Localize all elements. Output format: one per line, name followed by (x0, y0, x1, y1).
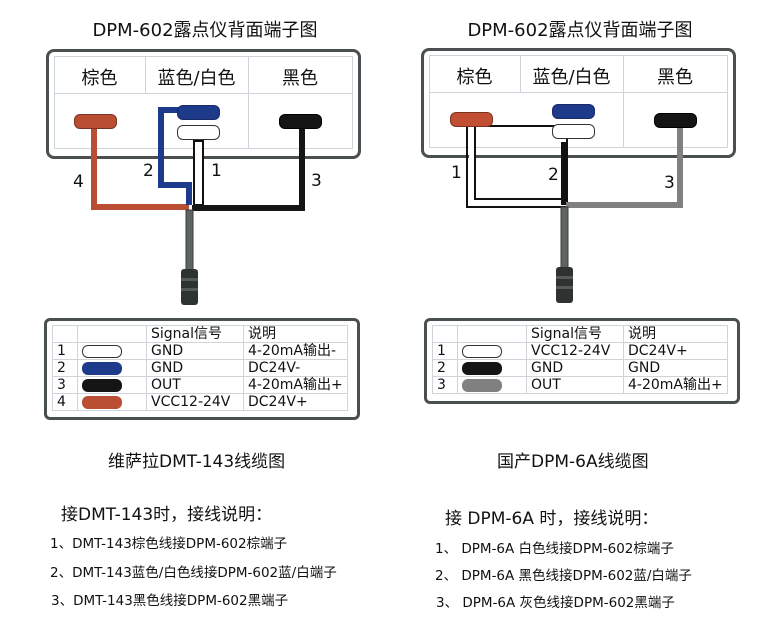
left-terminal-brown (74, 114, 117, 129)
right-instruction-2: 2、 DPM-6A 黑色线接DPM-602蓝/白端子 (435, 568, 692, 584)
right-terminal-white (552, 124, 595, 139)
right-panel-title: DPM-602露点仪背面端子图 (467, 20, 693, 41)
right-col-black: 黑色 (657, 67, 693, 88)
right-col-blue-white: 蓝色/白色 (532, 67, 611, 88)
left-wire-num-1: 1 (211, 161, 222, 181)
table-row: 4 VCC12-24V DC24V+ (52, 393, 348, 411)
right-terminal-black (654, 113, 697, 128)
wire-4-brown (91, 124, 189, 210)
wire-color-black-swatch (462, 361, 502, 375)
wire-color-white-swatch (82, 344, 122, 358)
header-desc: 说明 (623, 325, 728, 343)
wire-3-black (192, 124, 305, 211)
left-panel-title: DPM-602露点仪背面端子图 (92, 20, 318, 41)
wire-color-black-swatch (82, 378, 122, 392)
left-col-blue-white: 蓝色/白色 (157, 68, 236, 89)
left-wire-num-2: 2 (143, 161, 154, 181)
wire-color-gray-swatch (462, 378, 502, 392)
left-wire-num-3: 3 (311, 171, 322, 191)
right-wire-num-2: 2 (548, 165, 559, 185)
right-instructions-heading: 接 DPM-6A 时，接线说明： (445, 509, 659, 529)
table-row: 1 VCC12-24V DC24V+ (432, 342, 728, 360)
header-signal: Signal信号 (146, 325, 244, 343)
left-terminal-blue (177, 105, 220, 120)
left-instructions-heading: 接DMT-143时，接线说明： (61, 505, 273, 525)
wire-1-white-inner (474, 126, 562, 200)
table-row: 3 OUT 4-20mA输出+ (52, 376, 348, 394)
right-wire-num-1: 1 (451, 163, 462, 183)
left-instruction-1: 1、DMT-143棕色线接DPM-602棕端子 (50, 536, 288, 552)
right-signal-table: Signal信号 说明 1 VCC12-24V DC24V+ 2 GND GND… (432, 325, 728, 394)
left-terminal-white (177, 125, 220, 140)
wire-color-blue-swatch (82, 361, 122, 375)
left-instruction-2: 2、DMT-143蓝色/白色线接DPM-602蓝/白端子 (50, 565, 337, 581)
right-col-brown: 棕色 (456, 67, 493, 88)
wire-2-blue (158, 107, 192, 205)
header-desc: 说明 (243, 325, 348, 343)
header-signal: Signal信号 (526, 325, 624, 343)
right-instruction-1: 1、 DPM-6A 白色线接DPM-602棕端子 (435, 541, 674, 557)
wire-color-white-swatch (462, 344, 502, 358)
table-header-row: Signal信号 说明 (432, 325, 728, 343)
table-row: 1 GND 4-20mA输出- (52, 342, 348, 360)
left-signal-table: Signal信号 说明 1 GND 4-20mA输出- 2 GND DC24V-… (52, 325, 348, 411)
table-row: 3 OUT 4-20mA输出+ (432, 376, 728, 394)
cable-left (185, 209, 194, 273)
table-row: 2 GND GND (432, 359, 728, 377)
right-terminal-brown (450, 112, 493, 127)
left-terminal-black (279, 114, 322, 129)
left-cable-title: 维萨拉DMT-143线缆图 (108, 452, 286, 472)
right-instruction-3: 3、 DPM-6A 灰色线接DPM-602黑端子 (436, 595, 675, 611)
wire-1-white (193, 140, 204, 206)
wire-3-gray (566, 128, 683, 208)
left-col-brown: 棕色 (81, 68, 118, 89)
right-wiring (466, 125, 683, 303)
right-wire-num-3: 3 (664, 173, 675, 193)
connector-left (181, 269, 198, 305)
table-row: 2 GND DC24V- (52, 359, 348, 377)
right-cable-title: 国产DPM-6A线缆图 (497, 452, 649, 472)
right-terminal-grid (429, 55, 728, 148)
wire-color-brown-swatch (82, 395, 122, 409)
left-wire-num-4: 4 (73, 172, 84, 192)
left-instruction-3: 3、DMT-143黑色线接DPM-602黑端子 (51, 593, 289, 609)
connector-right (556, 267, 573, 303)
left-wiring (91, 107, 305, 305)
left-col-black: 黑色 (282, 68, 318, 89)
right-terminal-blue (552, 104, 595, 119)
table-header-row: Signal信号 说明 (52, 325, 348, 343)
cable-right (560, 206, 569, 273)
